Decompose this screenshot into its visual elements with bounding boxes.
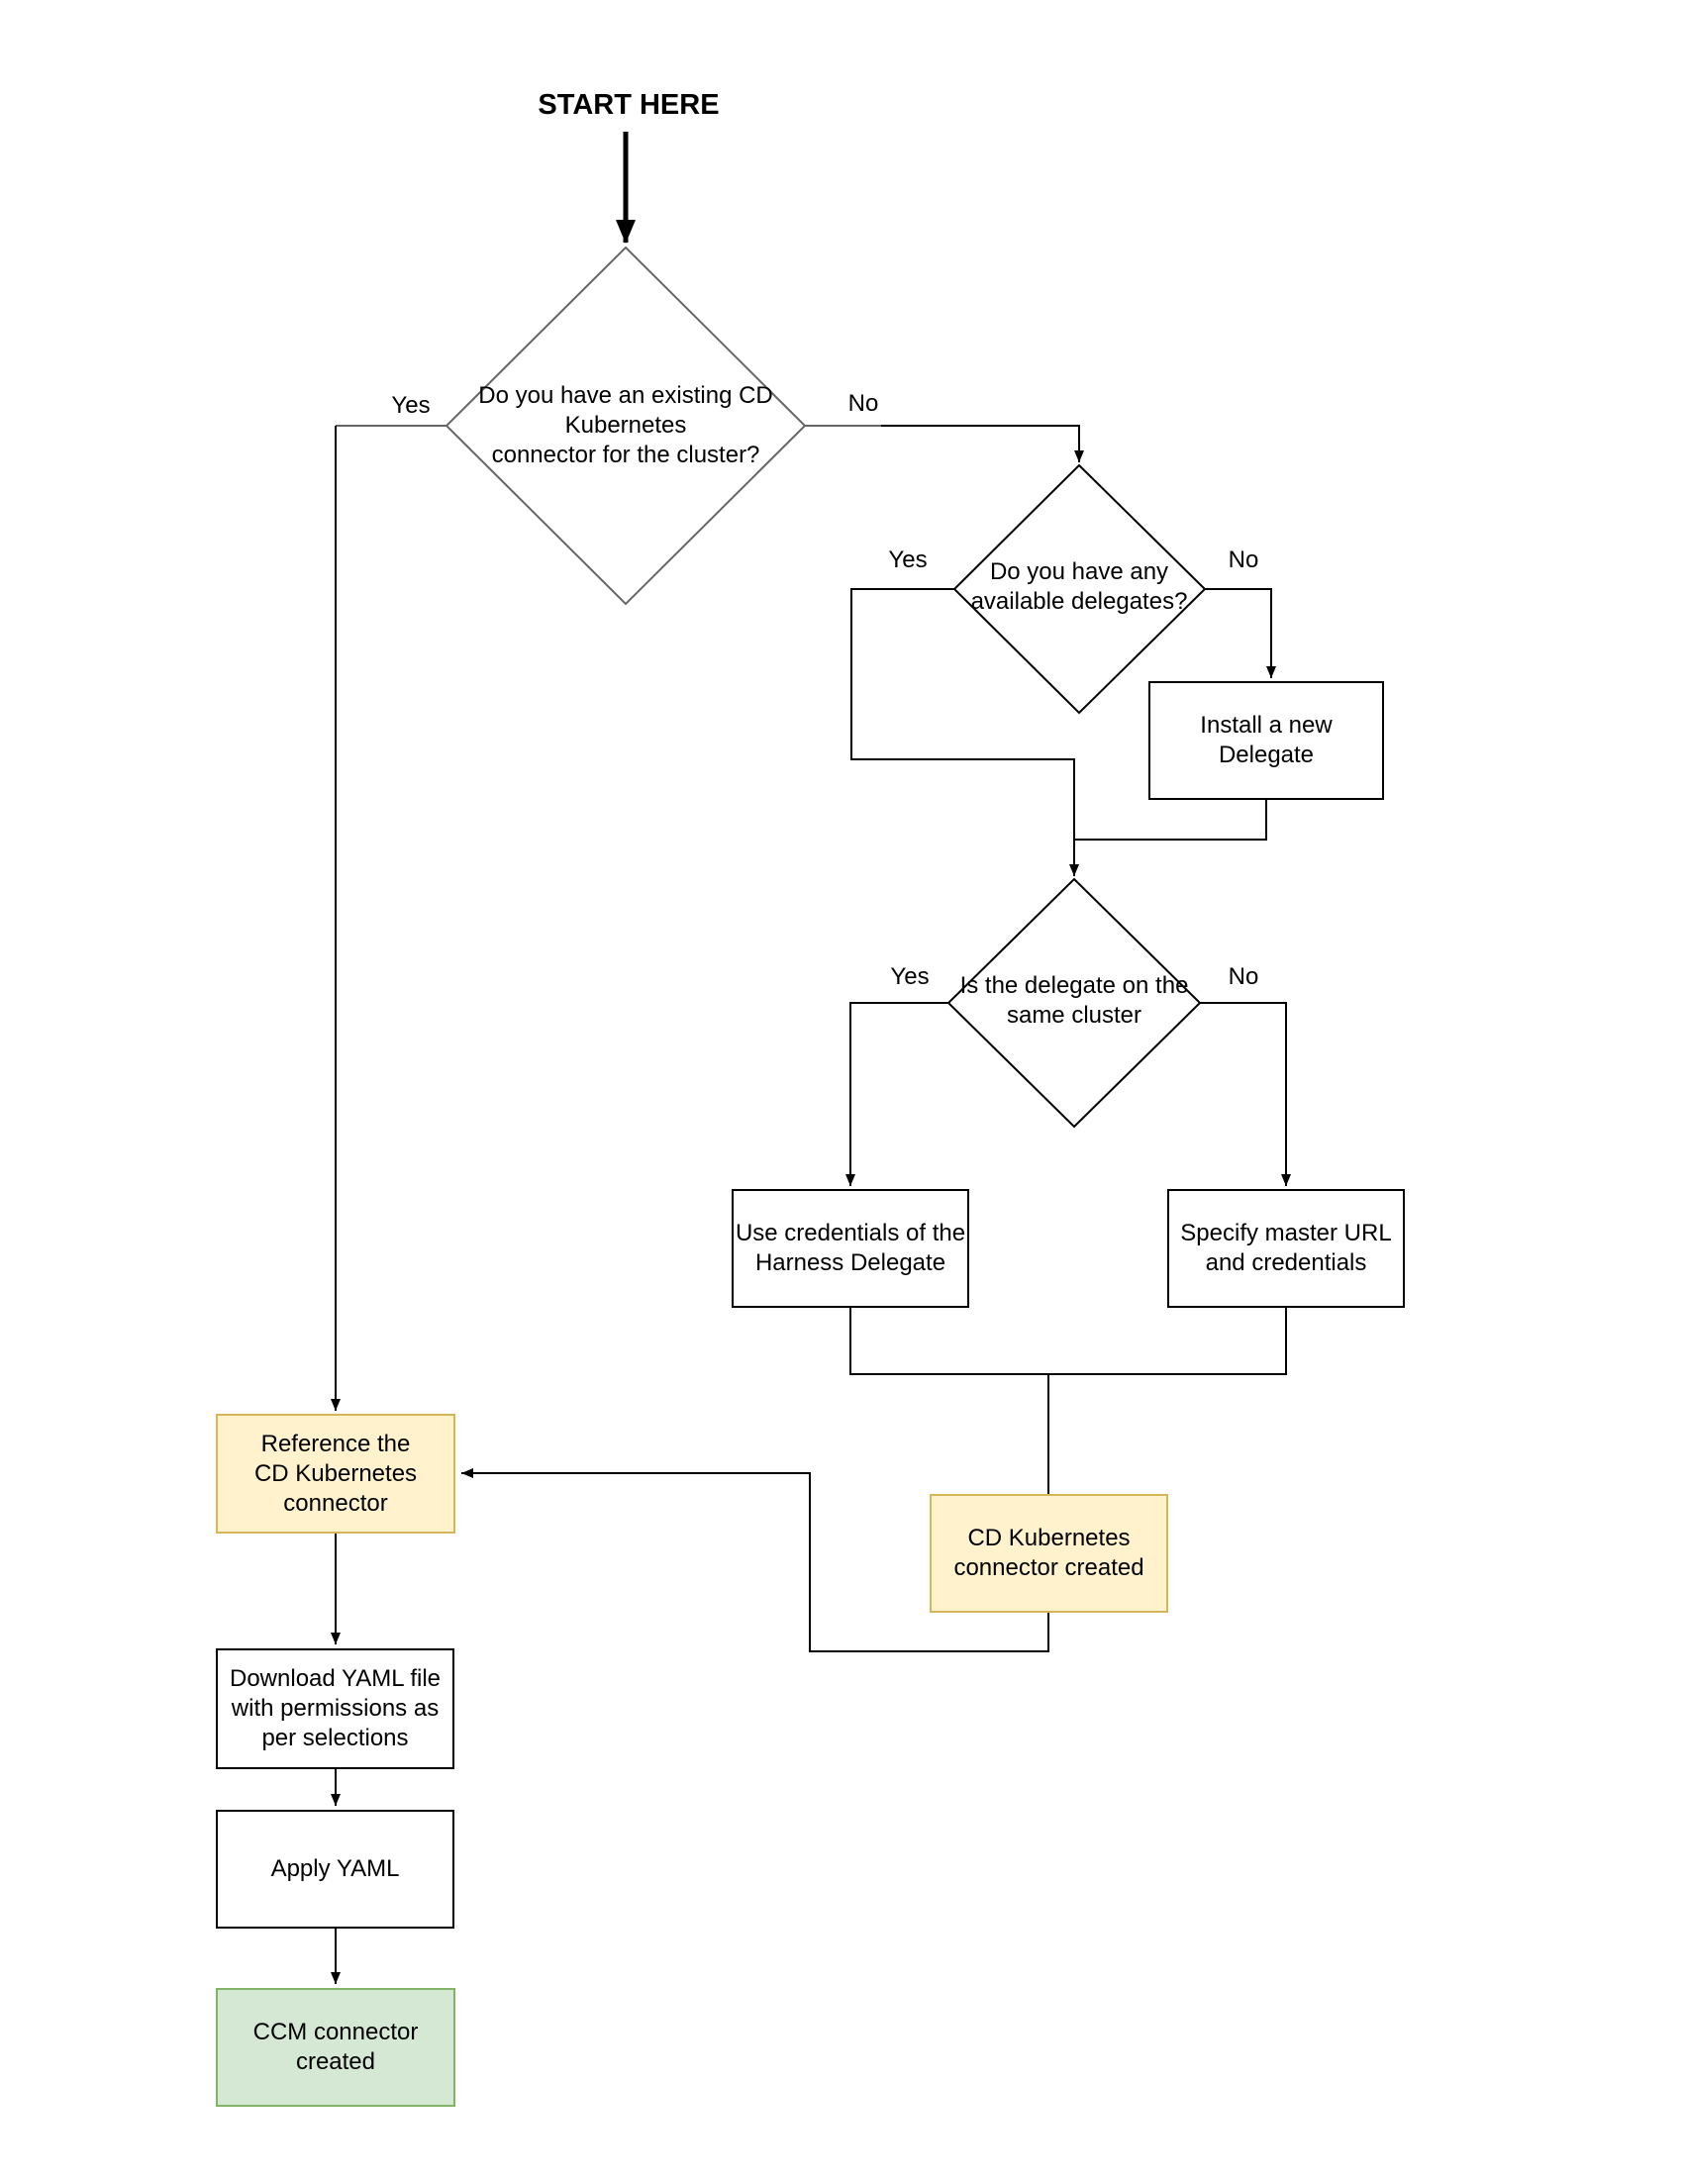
node-download-yaml: Download YAML file with permissions as p… xyxy=(216,1648,454,1769)
decision-existing-connector-shape xyxy=(445,246,807,606)
edge-same-cluster-yes xyxy=(845,1002,948,1186)
edge-label-existing-no: No xyxy=(847,390,879,417)
edge-credentials-merge xyxy=(849,1308,1287,1375)
start-here-label: START HERE xyxy=(538,89,720,121)
edge-same-cluster-no xyxy=(1200,1002,1291,1186)
node-apply-yaml: Apply YAML xyxy=(216,1810,454,1929)
decision-available-delegates-shape xyxy=(952,463,1207,715)
edge-existing-no xyxy=(881,425,1084,462)
edge-label-existing-yes: Yes xyxy=(391,392,431,419)
edge-label-delegates-yes: Yes xyxy=(888,546,928,573)
node-reference-connector: Reference the CD Kubernetes connector xyxy=(216,1414,455,1534)
edge-install-out xyxy=(1074,800,1267,841)
edge-delegates-yes xyxy=(850,588,1079,876)
node-ccm-connector-created: CCM connector created xyxy=(216,1988,455,2107)
edge-label-delegates-no: No xyxy=(1228,546,1259,573)
node-cd-connector-created: CD Kubernetes connector created xyxy=(930,1494,1168,1613)
edge-label-same-cluster-no: No xyxy=(1228,963,1259,990)
node-specify-master-url: Specify master URL and credentials xyxy=(1167,1189,1405,1308)
node-use-credentials: Use credentials of the Harness Delegate xyxy=(732,1189,969,1308)
node-install-delegate: Install a new Delegate xyxy=(1148,681,1384,800)
edge-label-same-cluster-yes: Yes xyxy=(890,963,930,990)
decision-same-cluster-shape xyxy=(946,877,1202,1129)
edge-created-to-reference xyxy=(461,1468,1049,1652)
edge-delegates-no xyxy=(1205,588,1276,678)
